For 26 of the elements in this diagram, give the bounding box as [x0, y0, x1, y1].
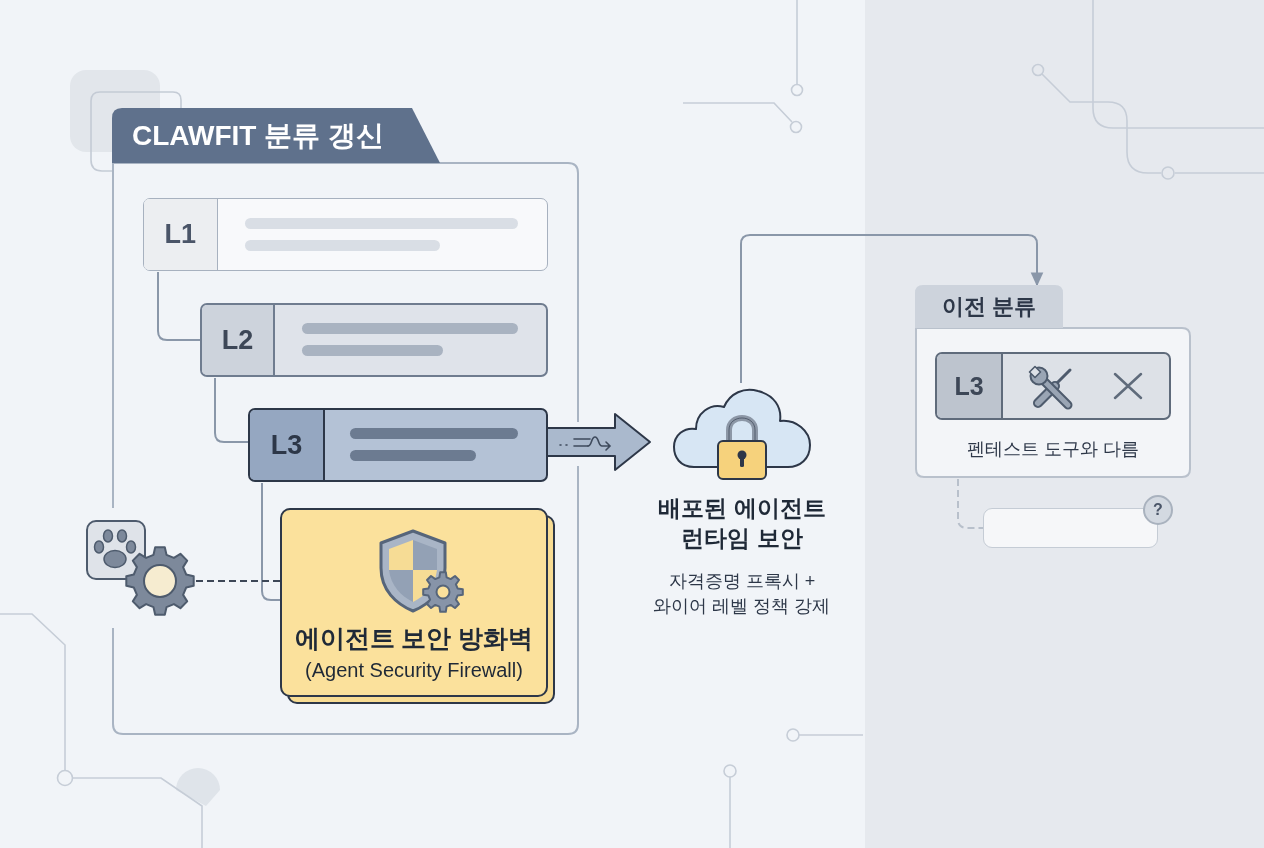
dashed-connector — [957, 478, 984, 529]
level-row — [935, 352, 1171, 420]
level-row — [200, 303, 548, 377]
connector-line — [157, 271, 201, 341]
card-subtitle: (Agent Security Firewall) — [305, 658, 523, 682]
panel-caption: 펜테스트 도구와 다름 — [967, 439, 1139, 461]
block-arrow — [547, 413, 651, 471]
level-tag: L2 — [202, 305, 275, 375]
level-row — [143, 198, 548, 271]
card-title: 에이전트 보안 방화벽 — [294, 623, 534, 653]
tabbed-panel — [112, 108, 579, 735]
panel-title: CLAWFIT 분류 갱신 — [132, 118, 384, 153]
paw-gear-icon — [86, 518, 196, 616]
level-tag: L3 — [250, 410, 325, 480]
panel-title: 이전 분류 — [941, 293, 1037, 320]
connector-line — [214, 377, 249, 443]
level-tag: L1 — [144, 199, 218, 270]
dashed-connector — [195, 580, 281, 582]
level-tag: L3 — [937, 354, 1003, 418]
heading: 배포된 에이전트 런타임 보안 — [657, 494, 827, 553]
level-row — [248, 408, 548, 482]
arrow — [740, 234, 1044, 384]
description: 자격증명 프록시 + 와이어 레벨 정책 강제 — [652, 570, 832, 618]
connector-line — [261, 482, 281, 601]
tabbed-panel — [915, 285, 1191, 478]
stacked-card — [280, 508, 556, 705]
